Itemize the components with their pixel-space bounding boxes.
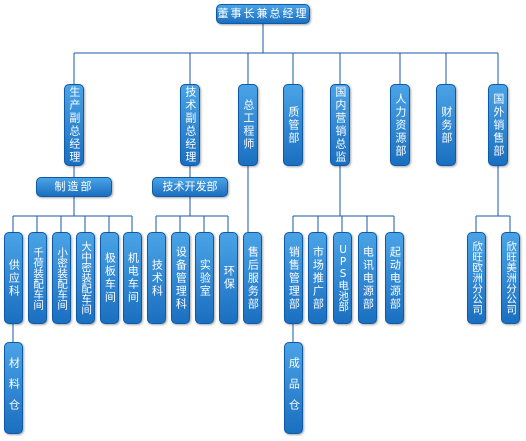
node-technical-section: 技术科: [147, 232, 166, 324]
node-starter-power-dept: 起动电源部: [385, 232, 404, 324]
node-finished-goods-warehouse: 成品仓: [284, 342, 303, 434]
node-plate-workshop: 极板车间: [100, 232, 119, 324]
node-tech-development-dept: 技术开发部: [152, 177, 228, 197]
node-production-vp: 生产副总经理: [64, 84, 84, 166]
node-supply-section: 供应科: [4, 232, 23, 324]
node-manufacturing-dept: 制造部: [36, 177, 112, 197]
node-telecom-power-dept: 电讯电源部: [358, 232, 377, 324]
node-after-sales-service-dept: 售后服务部: [243, 232, 262, 324]
node-laboratory: 实验室: [195, 232, 214, 324]
node-finance-dept: 财务部: [436, 84, 456, 166]
node-equipment-management-section: 设备管理科: [171, 232, 190, 324]
node-large-medium-sealed-assembly-workshop: 大中密装配车间: [76, 232, 95, 324]
node-qianhe-assembly-workshop: 千荷装配车间: [28, 232, 47, 324]
node-technical-vp: 技术副总经理: [180, 84, 200, 166]
node-mech-elec-workshop: 机电车间: [123, 232, 142, 324]
node-hr-dept: 人力资源部: [390, 84, 410, 166]
node-small-sealed-assembly-workshop: 小密装配车间: [52, 232, 71, 324]
node-quality-dept: 质管部: [283, 84, 303, 166]
node-ups-battery-dept: UPS电池部: [333, 232, 352, 324]
node-sales-management-dept: 销售管理部: [284, 232, 303, 324]
node-chairman: 董事长兼总经理: [216, 4, 310, 24]
node-international-sales-dept: 国外销售部: [488, 84, 508, 166]
node-chief-engineer: 总工程师: [238, 84, 258, 166]
node-marketing-promotion-dept: 市场推广部: [308, 232, 327, 324]
node-environmental-protection: 环保: [219, 232, 238, 324]
node-material-warehouse: 材料仓: [4, 342, 23, 434]
node-america-branch: 欣旺美洲分公司: [501, 232, 520, 324]
node-europe-branch: 欣旺欧洲分公司: [467, 232, 486, 324]
node-domestic-sales-director: 国内营销总监: [330, 84, 350, 166]
